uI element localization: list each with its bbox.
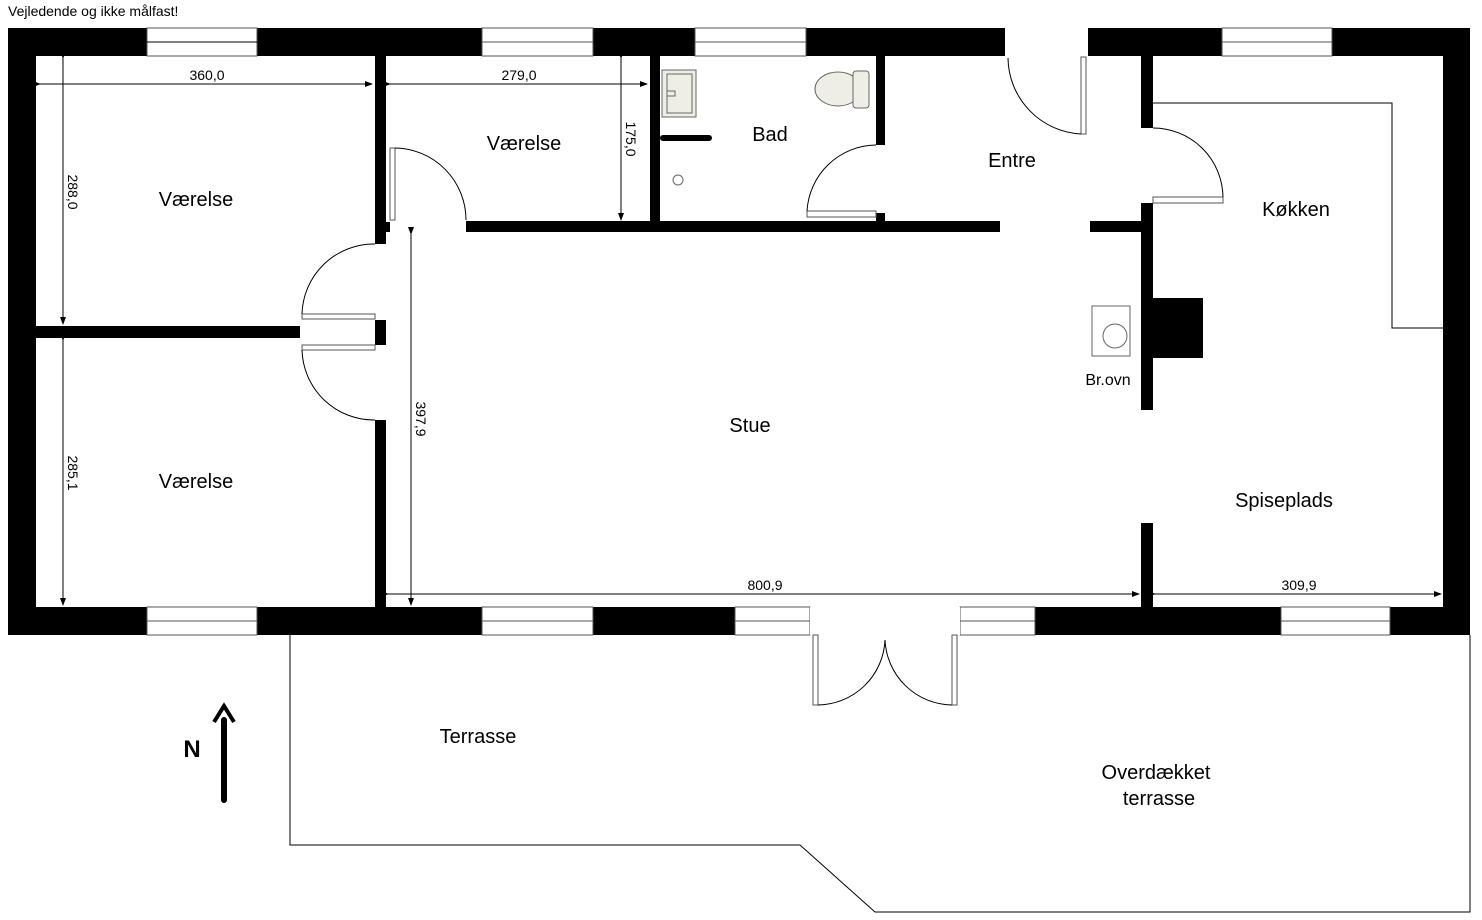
dim-bedroom-2-width: 279,0 [501, 67, 536, 83]
stove-icon [1091, 305, 1131, 357]
window [959, 606, 1036, 636]
window [734, 606, 811, 636]
dimension-lines [33, 51, 1442, 606]
label-dining: Spiseplads [1235, 490, 1333, 512]
window [481, 606, 594, 636]
label-bedroom-3: Værelse [159, 471, 233, 493]
label-bathroom: Bad [752, 124, 788, 146]
compass-label: N [183, 736, 200, 763]
dimension-labels: 360,0 279,0 800,9 309,9 288,0 175,0 285,… [65, 66, 1326, 593]
door-terrace [812, 634, 958, 706]
door-bedroom-1 [301, 243, 376, 320]
window [146, 27, 258, 57]
outer-walls [8, 28, 1470, 635]
label-stove: Br.ovn [1085, 372, 1130, 389]
north-arrow-icon [212, 702, 236, 803]
room-labels: Værelse Værelse Værelse Bad Entre Køkken… [159, 124, 1333, 810]
label-bedroom-1: Værelse [159, 189, 233, 211]
dim-bedroom-3-depth: 285,1 [65, 455, 81, 490]
label-covered-terrace-1: Overdækket [1102, 762, 1211, 784]
shower-drain-icon [672, 174, 684, 186]
window [1221, 27, 1333, 57]
sink-icon [661, 69, 697, 118]
label-terrace: Terrasse [440, 726, 517, 748]
terrace-outline [289, 635, 1471, 913]
doors[interactable] [301, 56, 1224, 706]
label-living-room: Stue [729, 415, 770, 437]
dim-living-width: 800,9 [747, 577, 782, 593]
dim-bedroom-1-width: 360,0 [189, 67, 224, 83]
label-kitchen: Køkken [1262, 199, 1330, 221]
dim-living-depth: 397,9 [413, 401, 429, 436]
label-entrance: Entre [988, 150, 1036, 172]
kitchen-counter [1153, 102, 1443, 329]
window [1280, 606, 1391, 636]
door-bathroom [806, 144, 877, 218]
window [146, 606, 258, 636]
door-bedroom-3 [301, 344, 376, 421]
window [481, 27, 594, 57]
disclaimer-note: Vejledende og ikke målfast! [8, 3, 179, 19]
dim-dining-width: 309,9 [1281, 577, 1316, 593]
interior-walls [36, 56, 1203, 607]
door-kitchen [1152, 127, 1224, 204]
window [694, 27, 807, 57]
dim-bedroom-2-depth: 175,0 [623, 121, 639, 156]
label-covered-terrace-2: terrasse [1123, 788, 1195, 810]
windows [146, 27, 1391, 636]
chimney [1153, 298, 1203, 358]
dim-bedroom-1-depth: 288,0 [65, 174, 81, 209]
door-entrance [1007, 56, 1087, 135]
door-bedroom-2 [389, 147, 467, 221]
toilet-icon [814, 70, 870, 109]
label-bedroom-2: Værelse [487, 133, 561, 155]
